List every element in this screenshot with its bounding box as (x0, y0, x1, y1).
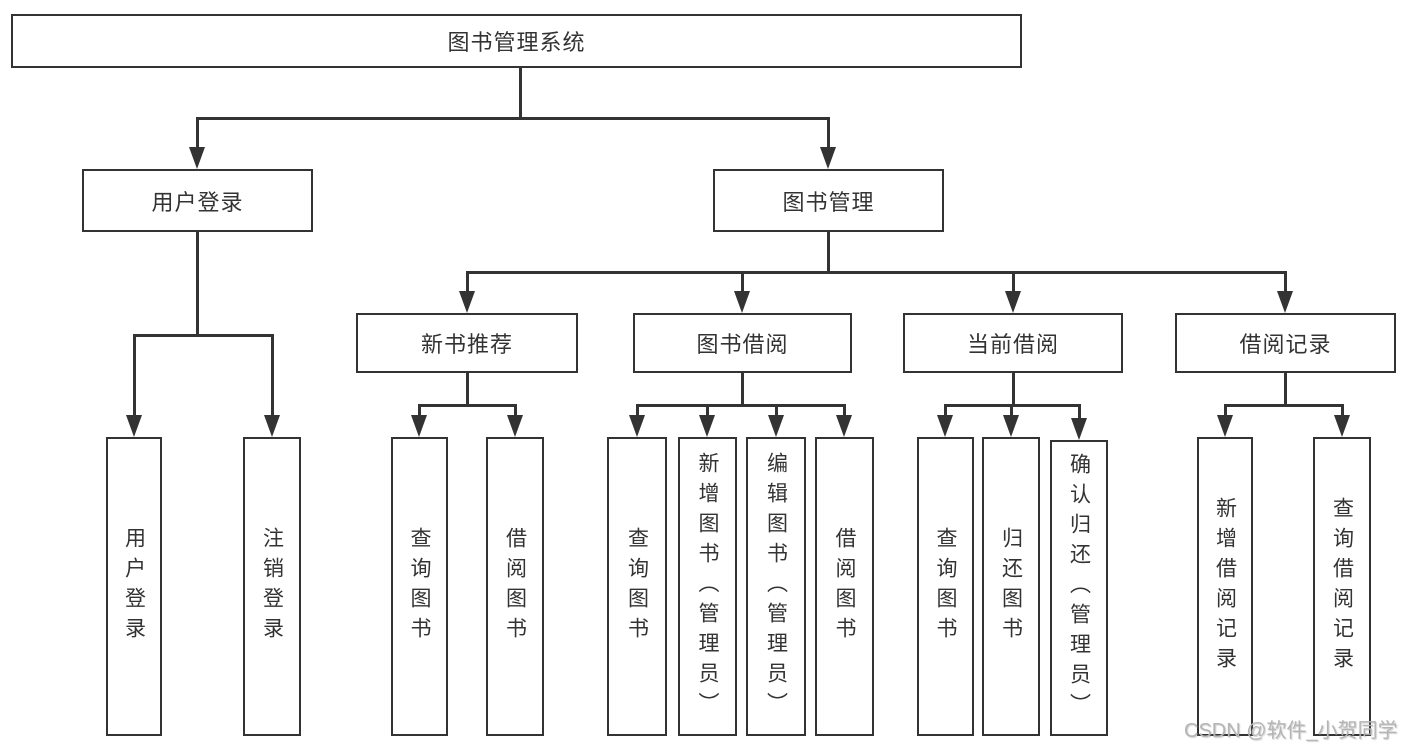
connector-to-borrowing-records (1284, 271, 1287, 292)
leaf-borrow-books-label: 借阅图书 (833, 526, 856, 647)
arrowhead-leaf-user-login (126, 415, 142, 437)
leaf-borrow-books: 借阅图书 (815, 437, 874, 736)
node-current-borrowing-label: 当前借阅 (966, 332, 1059, 357)
connector-to-current-borrowing (1012, 271, 1015, 292)
arrowhead-leaf-add-books (699, 415, 715, 437)
node-book-borrowing: 图书借阅 (633, 313, 852, 373)
node-new-book-recommend: 新书推荐 (356, 313, 578, 373)
connector-recommend-bus (418, 404, 516, 407)
node-library-system-label: 图书管理系统 (447, 30, 586, 55)
connector-to-leaf-borrow-books (843, 404, 846, 416)
leaf-confirm-return-admin-label: 确认归还（管理员） (1067, 453, 1091, 723)
leaf-confirm-return-admin: 确认归还（管理员） (1050, 440, 1108, 736)
node-user-login-label: 用户登录 (151, 189, 244, 215)
leaf-return-books-label: 归还图书 (999, 526, 1023, 647)
csdn-watermark: CSDN @软件_小贺同学 (1184, 720, 1398, 742)
node-book-management: 图书管理 (713, 169, 944, 232)
arrowhead-leaf-borrow-books (836, 415, 852, 437)
leaf-add-books-admin: 新增图书（管理员） (678, 437, 737, 736)
leaf-return-books: 归还图书 (982, 437, 1040, 736)
connector-level1-bus (196, 117, 830, 120)
connector-to-book-borrowing (741, 271, 744, 292)
node-new-book-recommend-label: 新书推荐 (420, 332, 513, 357)
node-library-system: 图书管理系统 (11, 14, 1022, 68)
arrowhead-book-management (820, 147, 836, 169)
arrowhead-leaf-logout (264, 415, 280, 437)
arrowhead-new-book-recommend (459, 291, 475, 313)
connector-to-leaf-query-borrowing (636, 404, 639, 416)
arrowhead-leaf-confirm-return (1071, 418, 1087, 440)
connector-to-leaf-edit-books (775, 404, 778, 416)
leaf-user-login-label: 用户登录 (122, 526, 146, 647)
leaf-edit-books-admin-label: 编辑图书（管理员） (764, 451, 788, 722)
connector-to-book-management (827, 117, 830, 148)
arrowhead-leaf-borrow-recommend (507, 415, 523, 437)
leaf-logout-label: 注销登录 (260, 526, 284, 647)
connector-borrowing-trunk (741, 373, 744, 406)
connector-to-leaf-return-books (1010, 404, 1013, 416)
node-user-login: 用户登录 (82, 169, 313, 232)
arrowhead-current-borrowing (1005, 291, 1021, 313)
arrowhead-user-login (189, 147, 205, 169)
leaf-query-borrow-record-label: 查询借阅记录 (1330, 496, 1354, 677)
leaf-add-borrow-record: 新增借阅记录 (1197, 437, 1253, 736)
arrowhead-leaf-add-record (1217, 415, 1233, 437)
leaf-query-books-current-label: 查询图书 (934, 526, 957, 647)
arrowhead-book-borrowing (734, 291, 750, 313)
arrowhead-leaf-query-recommend (411, 415, 427, 437)
node-borrowing-records-label: 借阅记录 (1239, 332, 1332, 357)
leaf-query-books-recommend-label: 查询图书 (408, 526, 431, 647)
node-borrowing-records: 借阅记录 (1175, 313, 1396, 373)
connector-to-leaf-confirm-return (1078, 404, 1081, 419)
arrowhead-leaf-return-books (1003, 415, 1019, 437)
connector-to-leaf-add-record (1224, 404, 1227, 416)
leaf-borrow-books-recommend-label: 借阅图书 (503, 526, 527, 647)
connector-to-leaf-logout (271, 334, 274, 416)
connector-borrowing-bus (636, 404, 845, 407)
leaf-user-login: 用户登录 (106, 437, 162, 736)
connector-to-new-book-recommend (466, 271, 469, 292)
leaf-query-books-borrowing-label: 查询图书 (625, 526, 649, 647)
arrowhead-leaf-query-borrowing (629, 415, 645, 437)
connector-book-management-trunk (827, 232, 830, 274)
connector-records-trunk (1284, 373, 1287, 406)
leaf-add-books-admin-label: 新增图书（管理员） (696, 451, 719, 722)
connector-records-bus (1224, 404, 1343, 407)
arrowhead-leaf-query-current (937, 415, 953, 437)
connector-user-login-trunk (196, 232, 199, 336)
connector-current-trunk (1012, 373, 1015, 406)
node-book-borrowing-label: 图书借阅 (696, 332, 789, 357)
connector-to-leaf-add-books (706, 404, 709, 416)
connector-user-login-bus (133, 334, 273, 337)
connector-to-leaf-query-current (944, 404, 947, 416)
connector-to-leaf-query-record (1341, 404, 1344, 416)
connector-recommend-trunk (466, 373, 469, 406)
leaf-query-books-borrowing: 查询图书 (607, 437, 667, 736)
connector-to-leaf-user-login (133, 334, 136, 416)
leaf-query-borrow-record: 查询借阅记录 (1313, 437, 1371, 736)
arrowhead-leaf-edit-books (768, 415, 784, 437)
leaf-add-borrow-record-label: 新增借阅记录 (1213, 496, 1237, 677)
leaf-query-books-recommend: 查询图书 (391, 437, 448, 736)
node-current-borrowing: 当前借阅 (903, 313, 1123, 373)
leaf-borrow-books-recommend: 借阅图书 (486, 437, 544, 736)
leaf-query-books-current: 查询图书 (917, 437, 974, 736)
arrowhead-leaf-query-record (1334, 415, 1350, 437)
connector-to-user-login (196, 117, 199, 148)
connector-level3-bus (466, 271, 1286, 274)
arrowhead-borrowing-records (1277, 291, 1293, 313)
leaf-edit-books-admin: 编辑图书（管理员） (746, 437, 806, 736)
connector-to-leaf-borrow-recommend (514, 404, 517, 416)
connector-to-leaf-query-recommend (418, 404, 421, 416)
connector-root-trunk (519, 68, 522, 120)
leaf-logout: 注销登录 (243, 437, 301, 736)
node-book-management-label: 图书管理 (782, 189, 875, 215)
